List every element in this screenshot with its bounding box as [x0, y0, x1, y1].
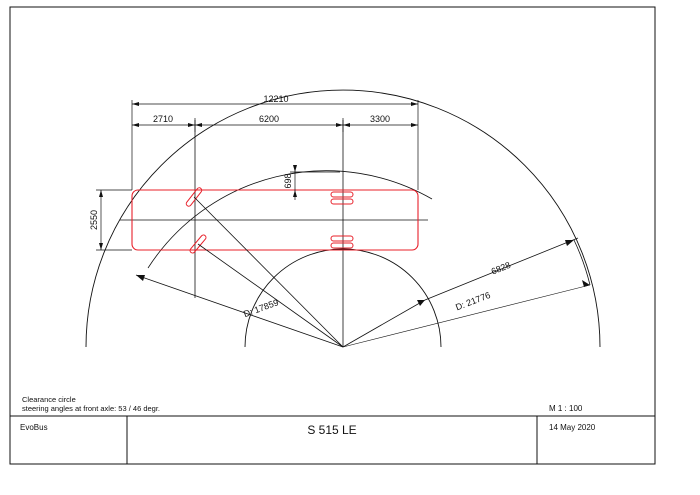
arrow-ring-top	[565, 240, 574, 246]
bus-outline	[131, 189, 419, 251]
drawing-border	[9, 6, 656, 465]
width-dimension	[96, 189, 132, 251]
arrow-offset-bottom	[293, 190, 297, 197]
company-name: EvoBus	[20, 423, 48, 432]
dim-offset: 698	[283, 173, 293, 188]
arrow-offset-top	[293, 165, 297, 172]
front-corner-sweep-arc	[147, 170, 433, 269]
arrow-ring-bottom	[582, 280, 590, 287]
drawing-date: 14 May 2020	[549, 423, 596, 432]
note-steering: steering angles at front axle: 53 / 46 d…	[22, 404, 161, 413]
ring-width-arc	[573, 239, 591, 286]
dim-width: 2550	[89, 210, 99, 230]
dimension-chain	[131, 100, 419, 190]
arrow-inner-radius	[417, 300, 425, 306]
dim-rear-overhang: 3300	[370, 114, 390, 124]
model-name: S 515 LE	[307, 423, 357, 437]
dim-inner-diameter: D: 21776	[454, 290, 492, 312]
dim-overall-length: 12210	[263, 94, 288, 104]
arrow-width-bottom	[99, 243, 103, 250]
dim-outer-diameter: D: 17859	[242, 297, 280, 319]
dimension-arrows	[132, 102, 418, 127]
note-title: Clearance circle	[22, 395, 76, 404]
dim-ring-width: 6828	[490, 260, 512, 277]
ring-width-ext-1	[342, 284, 591, 348]
outer-clearance-arc	[85, 89, 601, 348]
offset-dimension	[290, 165, 340, 200]
dim-wheelbase: 6200	[259, 114, 279, 124]
turning-radius-lines	[135, 196, 426, 348]
arrow-outer-radius	[136, 275, 145, 281]
scale-label: M 1 : 100	[549, 404, 583, 413]
dim-front-overhang: 2710	[153, 114, 173, 124]
arrow-width-top	[99, 190, 103, 197]
ring-width-dim-line	[424, 237, 579, 301]
rear-wheels-top	[330, 191, 354, 205]
rear-wheels-bottom	[330, 235, 354, 249]
